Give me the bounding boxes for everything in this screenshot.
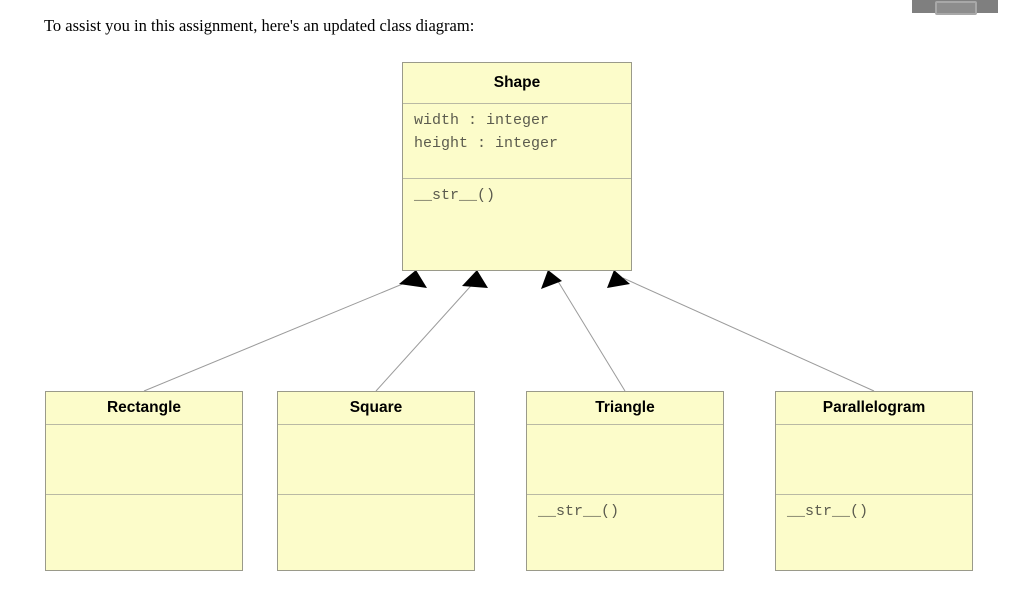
- class-attributes-shape: width : integer height : integer: [403, 104, 631, 179]
- connector-line-rectangle: [143, 277, 418, 392]
- class-attributes-square: [278, 425, 474, 495]
- class-attributes-triangle: [527, 425, 723, 495]
- class-methods-shape: __str__(): [414, 187, 496, 204]
- arrowhead-parallelogram: [607, 270, 630, 288]
- class-attributes-parallelogram: [776, 425, 972, 495]
- connector-line-square: [375, 277, 479, 392]
- toolbar-fragment: [912, 0, 998, 15]
- class-box-square[interactable]: Square: [277, 391, 475, 571]
- connector-line-triangle: [555, 277, 626, 392]
- class-methods-rectangle: [46, 495, 242, 570]
- class-box-triangle[interactable]: Triangle __str__(): [526, 391, 724, 571]
- connector-line-parallelogram: [622, 277, 875, 392]
- toolbar-button[interactable]: [935, 1, 977, 15]
- arrowhead-triangle: [541, 270, 562, 289]
- class-box-shape[interactable]: Shape width : integer height : integer _…: [402, 62, 632, 271]
- class-methods-parallelogram: __str__(): [787, 503, 869, 520]
- intro-paragraph: To assist you in this assignment, here's…: [44, 16, 475, 35]
- class-box-rectangle[interactable]: Rectangle: [45, 391, 243, 571]
- arrowhead-square: [462, 270, 488, 288]
- class-name-shape: Shape: [403, 63, 631, 104]
- class-name-triangle: Triangle: [527, 392, 723, 425]
- class-methods-triangle: __str__(): [538, 503, 620, 520]
- class-methods-square: [278, 495, 474, 570]
- class-name-rectangle: Rectangle: [46, 392, 242, 425]
- class-name-square: Square: [278, 392, 474, 425]
- class-box-parallelogram[interactable]: Parallelogram __str__(): [775, 391, 973, 571]
- class-name-parallelogram: Parallelogram: [776, 392, 972, 425]
- class-attributes-rectangle: [46, 425, 242, 495]
- arrowhead-rectangle: [399, 270, 427, 288]
